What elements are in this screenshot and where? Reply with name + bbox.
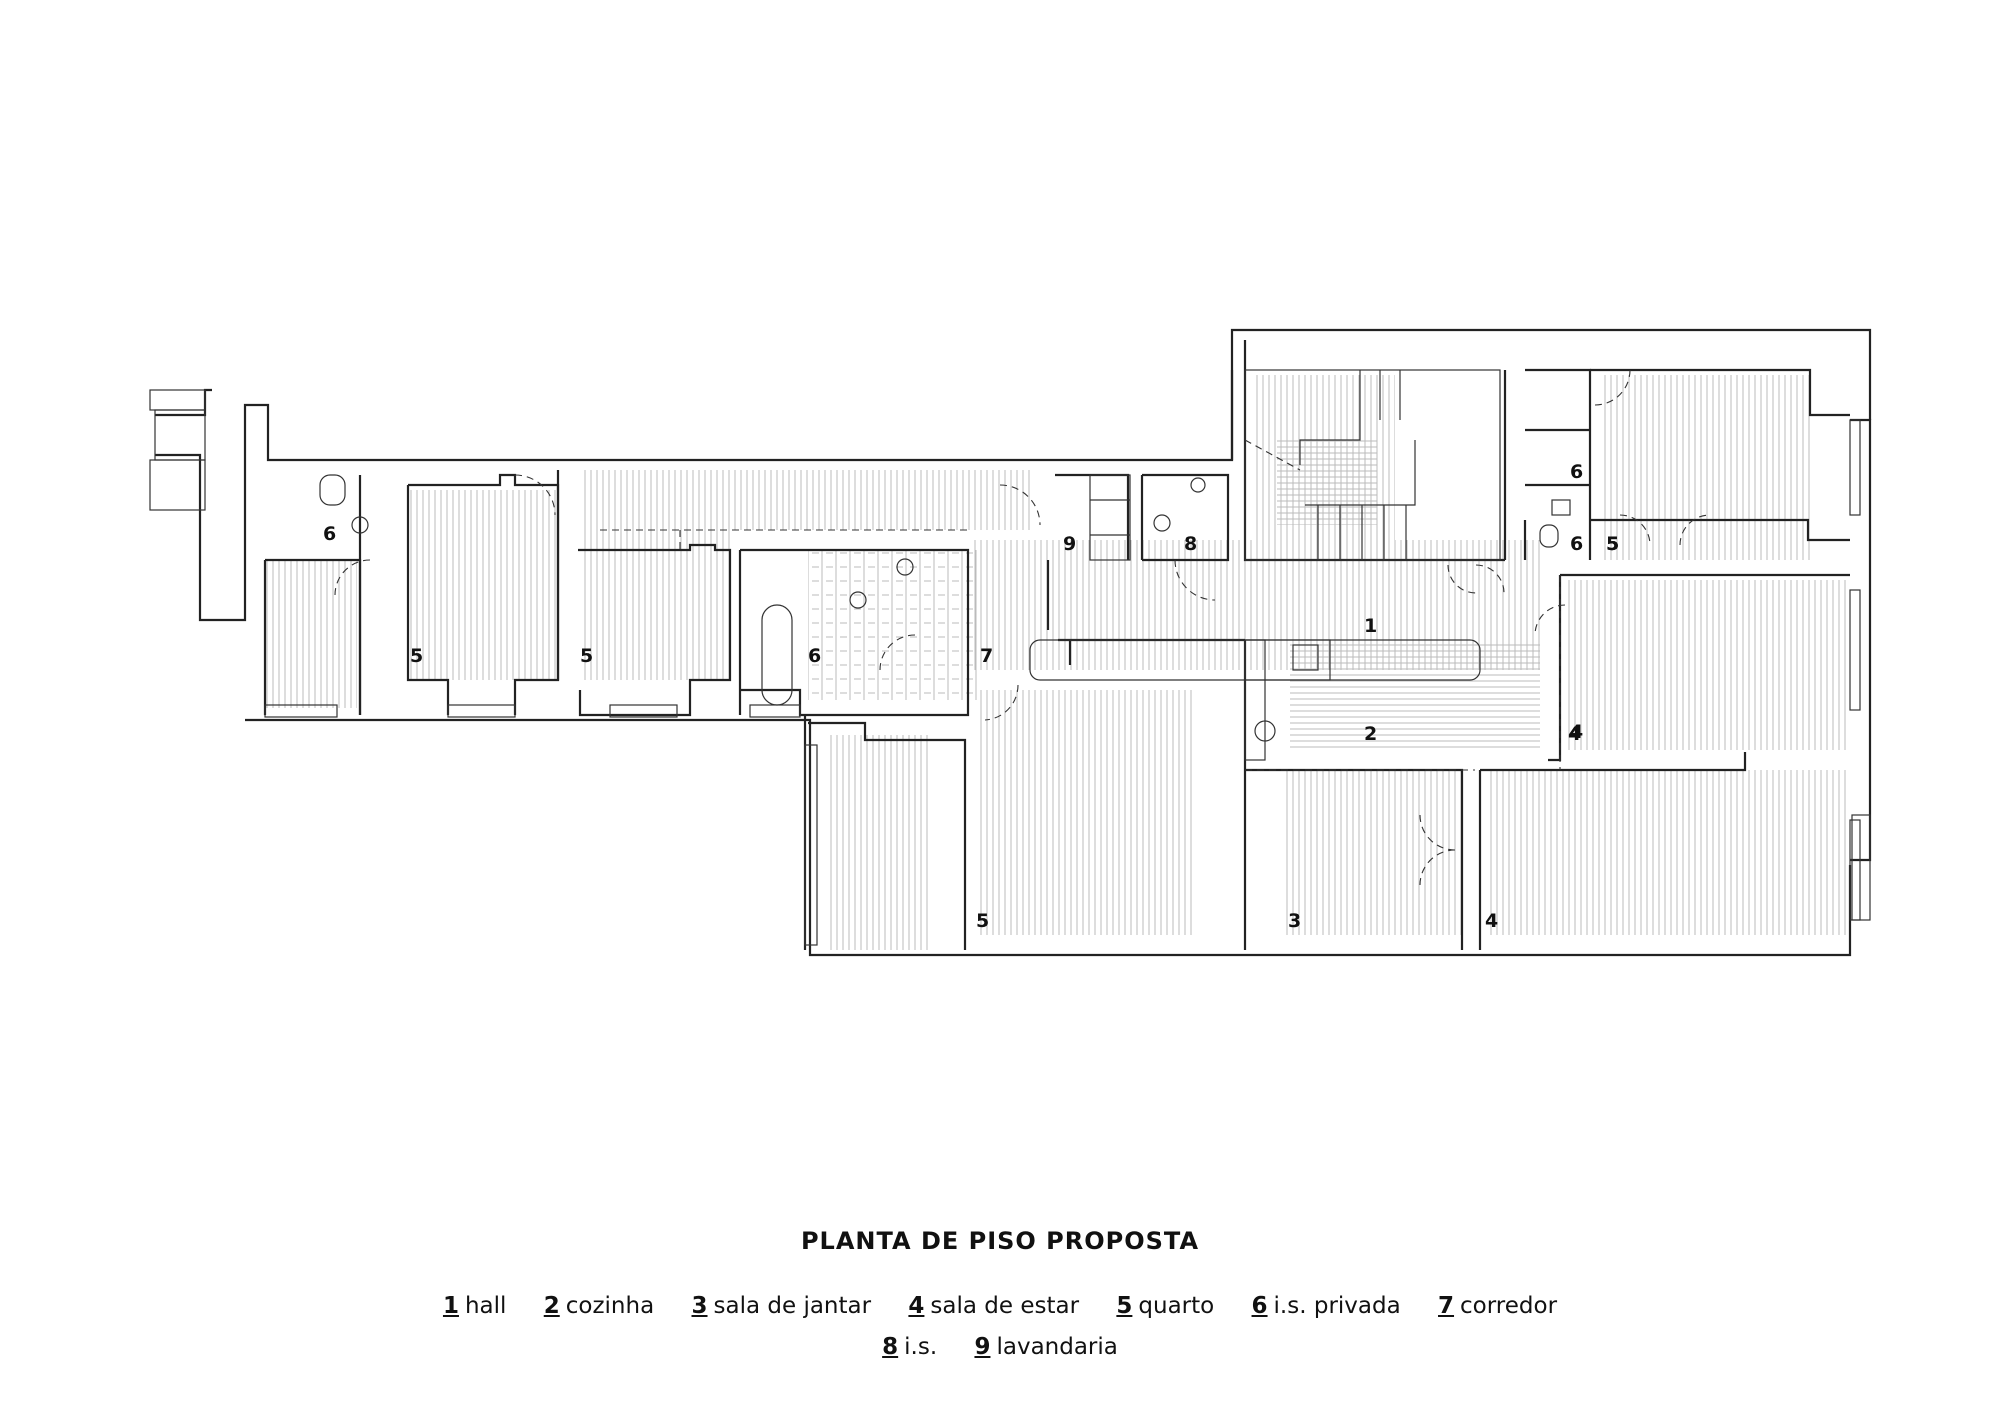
legend-label: sala de estar: [930, 1293, 1080, 1319]
legend-label: lavandaria: [996, 1334, 1118, 1360]
room-label-5b: 5: [580, 645, 593, 667]
legend-number: 6: [1251, 1293, 1268, 1319]
room-labels: 1 2 3 4 4 4 5 5 5 5 5 6 6 6 6 7 8 9: [323, 461, 1619, 932]
room-label-3: 3: [1288, 910, 1301, 932]
windows: [149, 389, 1871, 946]
room-label-2: 2: [1364, 723, 1377, 745]
laundry-storage: [1089, 474, 1131, 561]
legend-number: 8: [882, 1334, 899, 1360]
room-label-5c: 5: [976, 910, 989, 932]
legend-label: i.s. privada: [1273, 1293, 1401, 1319]
room-label-1: 1: [1364, 615, 1377, 637]
room-label-4a: 4: [1568, 723, 1581, 745]
legend-label: quarto: [1138, 1293, 1215, 1319]
legend-number: 1: [442, 1293, 459, 1319]
legend-number: 7: [1438, 1293, 1455, 1319]
room-label-4b: 4: [1485, 910, 1498, 932]
room-label-7: 7: [980, 645, 993, 667]
legend-number: 5: [1116, 1293, 1133, 1319]
room-label-6a: 6: [323, 523, 336, 545]
legend-label: sala de jantar: [713, 1293, 872, 1319]
room-label-5e: 5: [1606, 533, 1619, 555]
legend-number: 2: [543, 1293, 560, 1319]
kitchen-counters: [1029, 639, 1481, 761]
floor-hatching: [265, 375, 1850, 950]
room-label-6b: 6: [808, 645, 821, 667]
plan-title: PLANTA DE PISO PROPOSTA: [800, 1227, 1200, 1255]
room-label-6d: 6: [1570, 533, 1583, 555]
room-label-5a: 5: [410, 645, 423, 667]
stair-core: [1244, 369, 1501, 561]
legend-label: hall: [464, 1293, 507, 1319]
room-label-9: 9: [1063, 533, 1076, 555]
legend-label: i.s.: [904, 1334, 938, 1360]
legend-label: corredor: [1460, 1293, 1558, 1319]
room-label-5d: 5: [1606, 533, 1619, 555]
legend-number: 9: [974, 1334, 991, 1360]
bathroom-fixtures: [319, 474, 1571, 706]
room-label-4c: 4: [1570, 721, 1583, 743]
room-label-8: 8: [1184, 533, 1197, 555]
legend-number: 3: [691, 1293, 708, 1319]
legend-label: cozinha: [565, 1293, 655, 1319]
room-label-6c: 6: [1570, 461, 1583, 483]
legend-number: 4: [908, 1293, 925, 1319]
door-swings: [334, 369, 1711, 886]
